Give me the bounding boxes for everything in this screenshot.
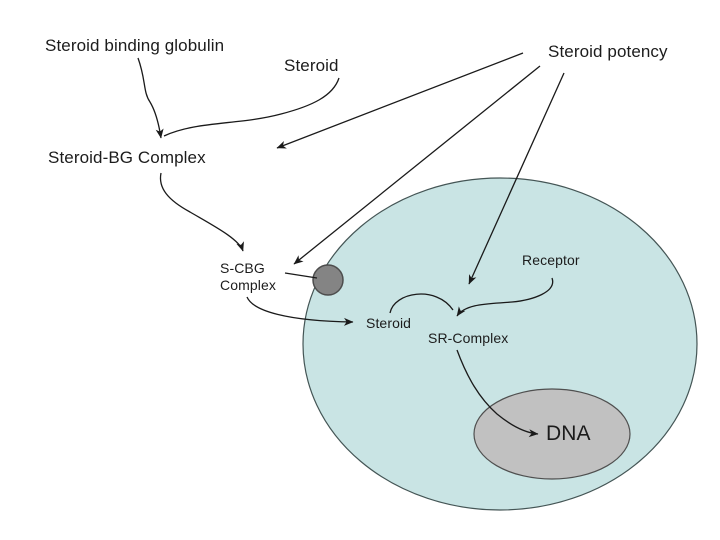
arc-steroid-to-sr-complex <box>389 293 454 314</box>
label-dna: DNA <box>546 422 591 445</box>
label-s-cbg-complex-line1: S-CBG <box>220 260 265 276</box>
label-s-cbg-complex: S-CBG Complex <box>220 260 276 294</box>
connector-scbg-label-to-dot <box>284 272 318 279</box>
nucleus-ellipse <box>473 388 631 480</box>
label-steroid-intracellular: Steroid <box>366 315 412 331</box>
label-receptor: Receptor <box>522 252 580 268</box>
arrow-potency-to-bg-complex <box>276 52 524 149</box>
arrow-scbg-to-steroid-intracellular <box>246 296 354 326</box>
arrow-bg-complex-to-scbg <box>159 172 244 252</box>
label-steroid-binding-globulin: Steroid binding globulin <box>45 36 225 55</box>
arrow-layer <box>137 52 565 438</box>
curve-steroid-to-bg-complex <box>163 77 340 137</box>
label-steroid-potency: Steroid potency <box>548 42 668 61</box>
arrow-receptor-to-sr-complex <box>456 277 554 317</box>
arrow-potency-to-membrane-dot <box>293 65 541 265</box>
arrow-potency-to-sr-complex <box>468 72 565 285</box>
label-steroid-bg-complex: Steroid-BG Complex <box>48 148 206 167</box>
label-s-cbg-complex-line2: Complex <box>220 277 276 293</box>
arrow-sr-complex-to-dna <box>456 349 539 438</box>
membrane-dot <box>312 264 344 296</box>
label-steroid-free: Steroid <box>284 56 339 75</box>
arrow-globulin-to-bg-complex <box>137 57 164 139</box>
label-sr-complex: SR-Complex <box>428 330 509 346</box>
